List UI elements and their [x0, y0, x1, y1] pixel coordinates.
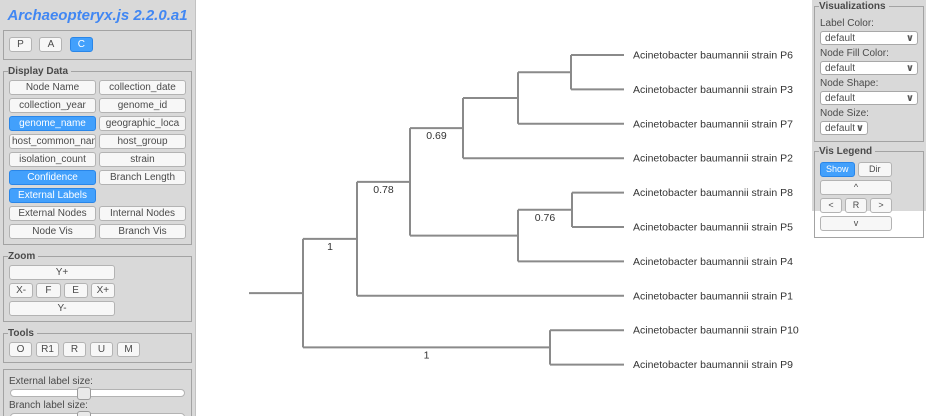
mode-switcher: P A C — [3, 30, 192, 60]
leaf-label[interactable]: Acinetobacter baumannii strain P9 — [633, 359, 793, 371]
legend-show-button[interactable]: Show — [820, 162, 855, 177]
tools-row: O R1 R U M — [9, 342, 186, 357]
toggle-geographic-location[interactable]: geographic_loca — [99, 116, 186, 131]
tools-section: Tools O R1 R U M — [3, 328, 192, 363]
node-fill-color-value: default — [825, 63, 856, 74]
toggle-strain[interactable]: strain — [99, 152, 186, 167]
tool-midpoint-button[interactable]: M — [117, 342, 140, 357]
legend-move-up-button[interactable]: ^ — [820, 180, 892, 195]
zoom-x-plus-button[interactable]: X+ — [90, 283, 115, 298]
right-sidebar: Visualizations Label Color: default ∨ No… — [812, 0, 926, 238]
vis-legend-legend: Vis Legend — [819, 146, 873, 157]
slider-handle[interactable] — [76, 387, 91, 400]
toggle-external-nodes[interactable]: External Nodes — [9, 206, 96, 221]
tools-legend: Tools — [8, 328, 34, 339]
leaf-label[interactable]: Acinetobacter baumannii strain P5 — [633, 222, 793, 234]
chevron-down-icon: ∨ — [905, 93, 914, 104]
chevron-down-icon: ∨ — [855, 123, 864, 134]
external-label-size-label: External label size: — [9, 376, 93, 387]
grid-spacer — [99, 188, 186, 203]
confidence-label: 1 — [424, 349, 430, 361]
node-size-value: default — [825, 123, 856, 134]
tool-order-button[interactable]: O — [9, 342, 32, 357]
legend-move-down-button[interactable]: v — [820, 216, 892, 231]
toggle-genome-id[interactable]: genome_id — [99, 98, 186, 113]
left-sidebar: Archaeopteryx.js 2.2.0.a1 P A C Display … — [0, 0, 196, 416]
zoom-fit-button[interactable]: F — [36, 283, 61, 298]
leaf-label[interactable]: Acinetobacter baumannii strain P8 — [633, 187, 793, 199]
size-sliders-section: External label size: Branch label size: … — [3, 369, 192, 416]
mode-button-a[interactable]: A — [39, 37, 63, 53]
visualizations-legend: Visualizations — [819, 1, 886, 12]
node-size-select-label: Node Size: — [820, 108, 869, 119]
legend-reset-button[interactable]: R — [845, 198, 867, 213]
chevron-down-icon: ∨ — [905, 33, 914, 44]
display-data-grid: Node Name collection_date collection_yea… — [9, 80, 186, 239]
node-fill-color-label: Node Fill Color: — [820, 48, 889, 59]
toggle-genome-name[interactable]: genome_name — [9, 116, 96, 131]
leaf-label[interactable]: Acinetobacter baumannii strain P4 — [633, 256, 793, 268]
leaf-label[interactable]: Acinetobacter baumannii strain P3 — [633, 84, 793, 96]
label-color-select[interactable]: default ∨ — [820, 31, 918, 45]
vis-legend-section: Vis Legend Show Dir ^ < R > v — [814, 146, 924, 238]
toggle-host-common-name[interactable]: host_common_nam — [9, 134, 96, 149]
tool-uncollapse-button[interactable]: U — [90, 342, 113, 357]
toggle-internal-nodes[interactable]: Internal Nodes — [99, 206, 186, 221]
tool-return-to-supertree-button[interactable]: R1 — [36, 342, 59, 357]
display-data-legend: Display Data — [8, 66, 69, 77]
leaf-label[interactable]: Acinetobacter baumannii strain P2 — [633, 153, 793, 165]
toggle-confidence[interactable]: Confidence — [9, 170, 96, 185]
zoom-legend: Zoom — [8, 251, 36, 262]
mode-button-c[interactable]: C — [69, 37, 93, 53]
zoom-y-plus-button[interactable]: Y+ — [9, 265, 115, 280]
mode-button-p[interactable]: P — [9, 37, 32, 53]
node-size-select[interactable]: default ∨ — [820, 121, 868, 135]
app-title: Archaeopteryx.js 2.2.0.a1 — [7, 7, 188, 24]
visualizations-section: Visualizations Label Color: default ∨ No… — [814, 1, 924, 142]
zoom-x-minus-button[interactable]: X- — [9, 283, 34, 298]
node-fill-color-select[interactable]: default ∨ — [820, 61, 918, 75]
confidence-label: 0.76 — [535, 212, 556, 224]
leaf-label[interactable]: Acinetobacter baumannii strain P10 — [633, 325, 799, 337]
toggle-external-labels[interactable]: External Labels — [9, 188, 96, 203]
toggle-host-group[interactable]: host_group — [99, 134, 186, 149]
toggle-collection-year[interactable]: collection_year — [9, 98, 96, 113]
confidence-label: 0.69 — [426, 130, 447, 142]
confidence-label: 1 — [327, 241, 333, 253]
vis-legend-controls: Show Dir ^ < R > v — [820, 162, 892, 231]
leaf-label[interactable]: Acinetobacter baumannii strain P1 — [633, 290, 793, 302]
external-label-size-slider[interactable] — [10, 387, 185, 400]
leaf-label[interactable]: Acinetobacter baumannii strain P7 — [633, 118, 793, 130]
legend-dir-button[interactable]: Dir — [857, 162, 892, 177]
toggle-isolation-count[interactable]: isolation_count — [9, 152, 96, 167]
node-shape-select[interactable]: default ∨ — [820, 91, 918, 105]
legend-move-left-button[interactable]: < — [820, 198, 842, 213]
slider-handle[interactable] — [76, 411, 91, 416]
zoom-y-minus-button[interactable]: Y- — [9, 301, 115, 316]
branch-label-size-label: Branch label size: — [9, 400, 88, 411]
tool-reroot-button[interactable]: R — [63, 342, 86, 357]
toggle-branch-vis[interactable]: Branch Vis — [99, 224, 186, 239]
toggle-node-vis[interactable]: Node Vis — [9, 224, 96, 239]
toggle-node-name[interactable]: Node Name — [9, 80, 96, 95]
label-color-label: Label Color: — [820, 18, 874, 29]
branch-label-size-slider[interactable] — [10, 411, 185, 416]
zoom-controls: Y+ X- F E X+ Y- — [9, 265, 115, 316]
chevron-down-icon: ∨ — [905, 63, 914, 74]
display-data-section: Display Data Node Name collection_date c… — [3, 66, 192, 245]
label-color-value: default — [825, 33, 856, 44]
toggle-collection-date[interactable]: collection_date — [99, 80, 186, 95]
confidence-label: 0.78 — [373, 184, 394, 196]
legend-move-right-button[interactable]: > — [870, 198, 892, 213]
leaf-label[interactable]: Acinetobacter baumannii strain P6 — [633, 50, 793, 62]
node-shape-label: Node Shape: — [820, 78, 879, 89]
toggle-branch-length[interactable]: Branch Length — [99, 170, 186, 185]
node-shape-value: default — [825, 93, 856, 104]
zoom-section: Zoom Y+ X- F E X+ Y- — [3, 251, 192, 322]
zoom-expand-button[interactable]: E — [63, 283, 88, 298]
